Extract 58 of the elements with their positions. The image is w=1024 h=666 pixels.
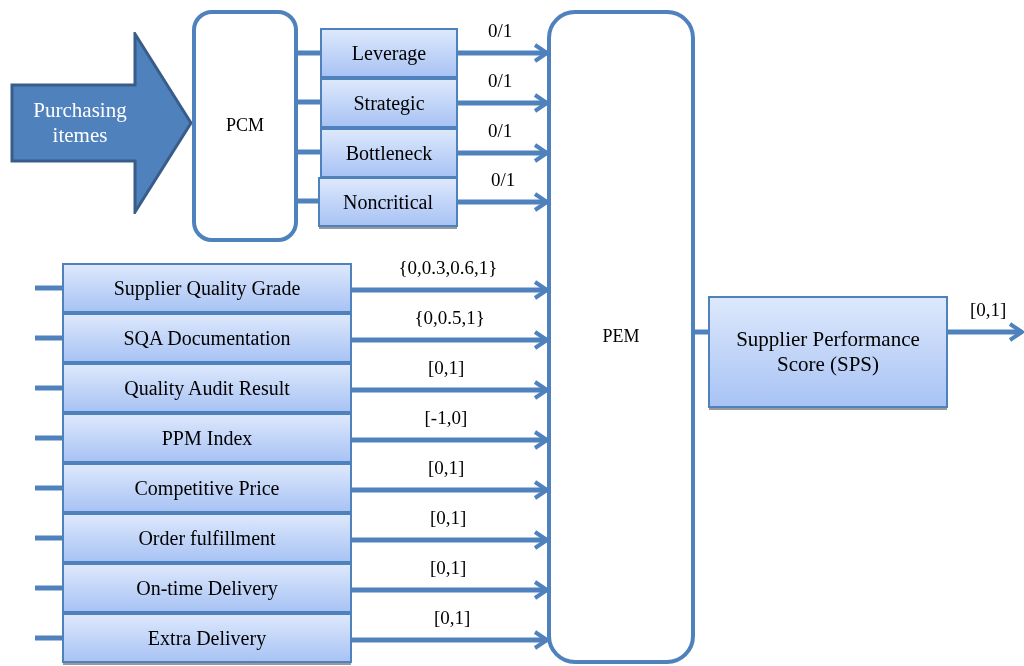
node-label: PPM Index — [161, 426, 253, 450]
node-label: PEM — [602, 326, 640, 348]
process-box — [62, 263, 352, 313]
node-label: Noncritical — [343, 190, 433, 214]
node-label: Extra Delivery — [147, 626, 267, 650]
connector-line — [298, 149, 320, 155]
rounded-box — [192, 10, 298, 242]
connector-line — [35, 385, 62, 391]
node-label: Purchasing itemes — [32, 97, 128, 149]
node-label: Leverage — [351, 41, 427, 65]
process-box — [62, 363, 352, 413]
process-box — [318, 177, 458, 227]
process-box — [62, 413, 352, 463]
block-arrow — [10, 32, 194, 214]
process-box — [62, 563, 352, 613]
connector-line — [35, 485, 62, 491]
node-label: Order fulfillment — [138, 526, 276, 550]
process-box — [708, 296, 948, 408]
arrow — [458, 143, 549, 163]
connector-line — [695, 329, 708, 335]
connector-line — [35, 435, 62, 441]
connector-line — [35, 635, 62, 641]
connector-line — [298, 99, 320, 105]
arrow — [352, 580, 549, 600]
process-box — [62, 513, 352, 563]
process-box — [320, 128, 458, 178]
process-box — [62, 313, 352, 363]
process-box — [62, 613, 352, 663]
connector-line — [298, 198, 318, 204]
connector-line — [35, 285, 62, 291]
connector-line — [35, 585, 62, 591]
node-label: Strategic — [353, 91, 425, 115]
node-label: PCM — [226, 115, 264, 137]
arrow — [352, 430, 549, 450]
node-label: Supplier Performance Score (SPS) — [735, 326, 921, 378]
arrow — [458, 43, 549, 63]
process-box — [62, 463, 352, 513]
node-label: Bottleneck — [345, 141, 433, 165]
node-label: Competitive Price — [134, 476, 280, 500]
node-label: SQA Documentation — [123, 326, 291, 350]
arrow — [352, 330, 549, 350]
rounded-box — [547, 10, 695, 664]
arrow — [458, 93, 549, 113]
arrow — [352, 480, 549, 500]
node-label: Quality Audit Result — [124, 376, 290, 400]
node-label: Supplier Quality Grade — [113, 276, 301, 300]
process-box — [320, 28, 458, 78]
arrow — [948, 322, 1024, 342]
node-label: On-time Delivery — [136, 576, 278, 600]
arrow — [352, 380, 549, 400]
process-box — [320, 78, 458, 128]
connector-line — [298, 50, 320, 56]
arrow — [458, 192, 549, 212]
connector-line — [35, 335, 62, 341]
arrow — [352, 630, 549, 650]
arrow — [352, 280, 549, 300]
arrow — [352, 530, 549, 550]
connector-line — [35, 535, 62, 541]
